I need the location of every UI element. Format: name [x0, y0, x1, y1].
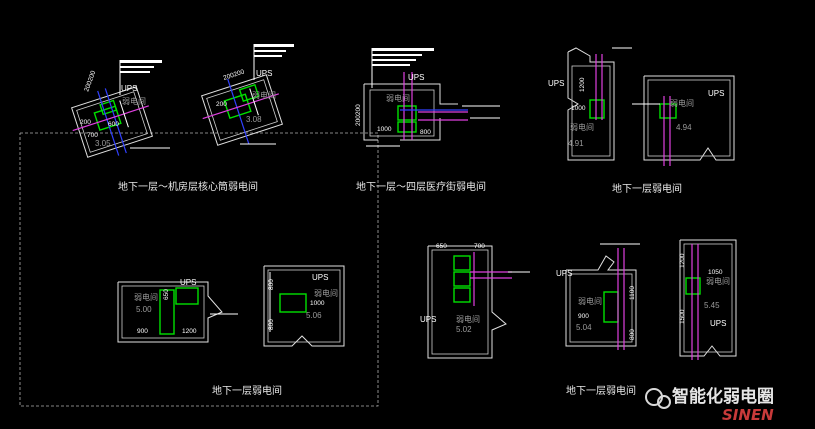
- plan-top-right-b: UPS 弱电间 4.94: [632, 75, 735, 166]
- dim-1: 200200: [83, 70, 97, 93]
- ups-label-10: UPS: [710, 319, 726, 328]
- ups-label-9: UPS: [556, 269, 572, 278]
- dim-6: 200: [216, 101, 227, 108]
- elevation-5: 5.00: [136, 305, 152, 314]
- elevation-1: 3.05: [95, 139, 111, 148]
- dim-25: 1500: [679, 309, 686, 324]
- dim-17: 800: [268, 319, 275, 330]
- ups-label-6: UPS: [180, 278, 196, 287]
- dim-8: 1000: [377, 126, 392, 133]
- elevation-8: 5.04: [576, 323, 592, 332]
- room-label-5: 弱电间: [670, 98, 694, 108]
- room-label-3: 弱电间: [386, 93, 410, 103]
- dim-7: 200200: [355, 104, 362, 126]
- plan-bottom-left-b: UPS 弱电间 1000 5.06 800 800: [263, 265, 345, 347]
- elevation-7: 5.02: [456, 325, 472, 334]
- dim-23: 1200: [679, 253, 686, 268]
- plan-bottom-left-a: UPS 弱电间 5.00 900 1200 650: [117, 278, 238, 343]
- plan-top-left: UPS 弱电间 3.05 200200 200 600 700: [70, 60, 170, 158]
- caption-top-left: 地下一层～机房层核心筒弱电间: [118, 180, 258, 193]
- dashed-region-boundary: [19, 132, 379, 407]
- caption-bottom-right: 地下一层弱电间: [566, 384, 636, 397]
- ups-label-4: UPS: [548, 79, 564, 88]
- dim-21: 1100: [629, 286, 636, 300]
- room-label-8: 弱电间: [456, 314, 480, 324]
- elevation-6: 5.06: [306, 311, 322, 320]
- ups-label-1: UPS: [121, 84, 137, 93]
- watermark-text: 智能化弱电圈: [672, 386, 774, 407]
- ups-label-2: UPS: [256, 69, 272, 78]
- room-label-1: 弱电间: [122, 96, 146, 106]
- plan-bottom-right-b: UPS 弱电间 900 5.04 1100 800: [556, 243, 640, 350]
- ups-label-3: UPS: [408, 73, 424, 82]
- plan-bottom-right-a: 650 700 UPS 弱电间 5.02: [420, 243, 530, 359]
- plan-top-left-mid: UPS 弱电间 3.08 200200 200: [200, 44, 294, 146]
- room-label-9: 弱电间: [578, 296, 602, 306]
- plan-top-right-a: UPS 1000 1200 弱电间 4.91: [548, 47, 632, 161]
- caption-top-right: 地下一层弱电间: [612, 182, 682, 195]
- dim-13: 1200: [182, 328, 197, 335]
- dim-24: 1050: [708, 269, 723, 276]
- room-label-2: 弱电间: [252, 90, 276, 100]
- dim-5: 200200: [222, 68, 245, 81]
- dim-22: 800: [629, 329, 636, 340]
- dim-10: 1000: [571, 105, 586, 112]
- dim-19: 700: [474, 243, 485, 250]
- plan-bottom-right-c: 1200 1050 弱电间 5.45 1500 UPS: [679, 239, 737, 360]
- caption-bottom-left: 地下一层弱电间: [212, 384, 282, 397]
- elevation-3: 4.91: [568, 139, 584, 148]
- room-label-4: 弱电间: [570, 122, 594, 132]
- room-label-7: 弱电间: [314, 288, 338, 298]
- ups-label-7: UPS: [312, 273, 328, 282]
- caption-top-middle: 地下一层～四层医疗街弱电间: [356, 180, 486, 193]
- dim-20: 900: [578, 313, 589, 320]
- elevation-2: 3.08: [246, 115, 262, 124]
- dim-4: 700: [87, 132, 98, 139]
- watermark: 智能化弱电圈 SINEN: [645, 386, 774, 424]
- ups-label-8: UPS: [420, 315, 436, 324]
- dim-16: 800: [268, 279, 275, 290]
- elevation-4: 4.94: [676, 123, 692, 132]
- room-label-10: 弱电间: [706, 276, 730, 286]
- dim-14: 650: [163, 289, 170, 300]
- dim-11: 1200: [579, 77, 586, 92]
- dim-18: 650: [436, 243, 447, 250]
- elevation-9: 5.45: [704, 301, 720, 310]
- dim-9: 800: [420, 129, 431, 136]
- dim-3: 600: [108, 121, 119, 128]
- dim-15: 1000: [310, 300, 325, 307]
- ups-label-5: UPS: [708, 89, 724, 98]
- dim-2: 200: [80, 119, 91, 126]
- room-label-6: 弱电间: [134, 292, 158, 302]
- watermark-logo: SINEN: [722, 406, 774, 424]
- plan-top-middle: UPS 弱电间 200200 1000 800: [355, 48, 500, 147]
- dim-12: 900: [137, 328, 148, 335]
